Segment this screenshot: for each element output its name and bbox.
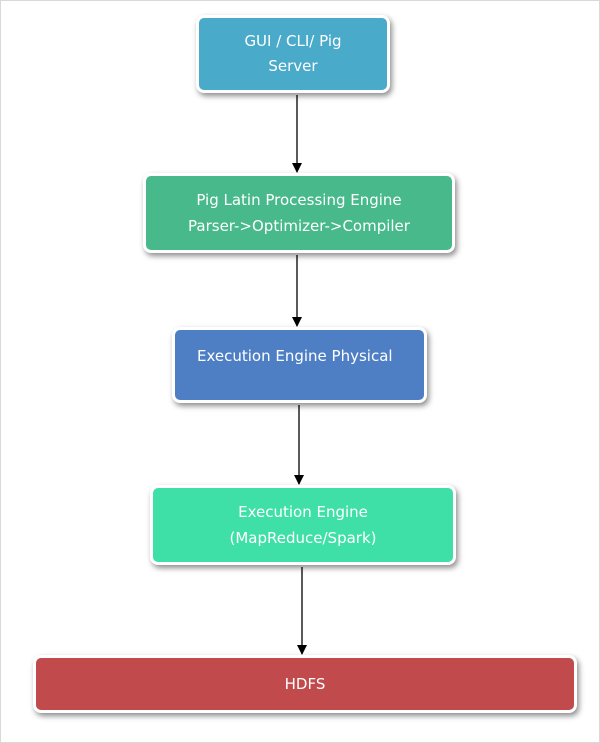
node-execution-engine: Execution Engine (MapReduce/Spark) (150, 485, 456, 565)
node-gui-line2: Server (268, 57, 318, 75)
node-hdfs-label: HDFS (284, 674, 326, 693)
node-hdfs: HDFS (33, 655, 577, 713)
node-gui-line1: GUI / CLI/ Pig (244, 32, 342, 50)
node-pig-latin-processing-engine: Pig Latin Processing Engine Parser->Opti… (143, 173, 455, 253)
node-execution-engine-physical: Execution Engine Physical (172, 327, 427, 403)
node-exec-engine-line2: (MapReduce/Spark) (229, 529, 377, 547)
node-exec-physical-line1: Execution Engine Physical (197, 347, 393, 365)
node-pig-engine-line2: Parser->Optimizer->Compiler (188, 217, 410, 235)
node-gui-cli-pig-server: GUI / CLI/ Pig Server (196, 15, 390, 93)
node-pig-engine-line1: Pig Latin Processing Engine (196, 191, 402, 209)
node-exec-engine-line1: Execution Engine (238, 503, 368, 521)
